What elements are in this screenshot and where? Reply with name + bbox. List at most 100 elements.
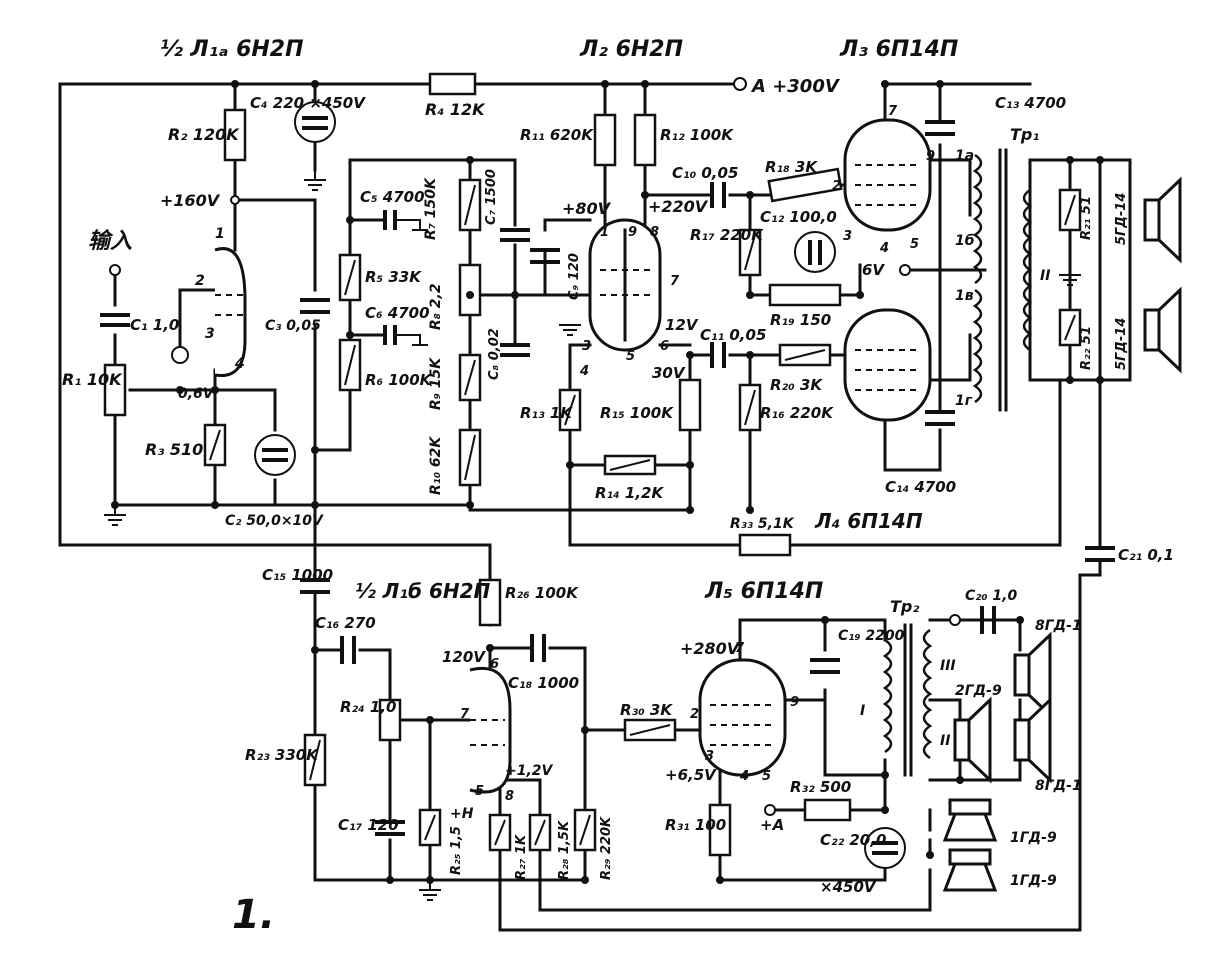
capacitor-c17 — [375, 820, 405, 836]
capacitor-c3 — [300, 298, 330, 314]
pin-label: 4 — [234, 356, 245, 372]
label-r19: R₁₉ 150 — [770, 311, 831, 329]
label-r1: R₁ 10K — [62, 370, 123, 389]
resistor-r2 — [223, 108, 247, 162]
label-speaker-g2: 2ГД-9 — [955, 683, 1002, 699]
pin-label: 7 — [735, 641, 745, 656]
label-c13: C₁₃ 4700 — [995, 94, 1066, 112]
label-r32: R₃₂ 500 — [790, 778, 851, 796]
label-r33: R₃₃ 5,1K — [730, 516, 795, 532]
label-r25: R₂₅ 1,5 — [449, 826, 464, 875]
capacitors — [100, 101, 1115, 869]
capacitor-c6 — [383, 325, 428, 346]
label-tr2: Tp₂ — [890, 597, 919, 616]
label-c1: C₁ 1,0 — [130, 316, 179, 334]
resistor-r32 — [803, 798, 852, 822]
label-c3: C₃ 0,05 — [265, 318, 321, 334]
pin-label: 9 — [628, 225, 637, 240]
voltage-450: ×450V — [820, 878, 877, 896]
label-r28: R₂₈ 1,5K — [557, 820, 572, 880]
pin-label: 6 — [490, 657, 499, 672]
capacitor-c13 — [925, 120, 955, 136]
capacitor-c20 — [980, 606, 996, 634]
resistors — [103, 72, 1082, 857]
resistor-r11 — [593, 113, 617, 167]
winding-1g: 1г — [955, 393, 973, 409]
winding-iii-tr2: III — [940, 658, 956, 674]
pin-label: 8 — [505, 789, 514, 804]
label-r14: R₁₄ 1,2K — [595, 484, 664, 502]
label-r22: R₂₂ 51 — [1079, 326, 1094, 370]
label-speaker-g1: 8ГД-1 — [1035, 618, 1082, 634]
capacitor-c11 — [710, 342, 726, 368]
label-r18: R₁₈ 3K — [765, 158, 818, 176]
pin-label: 5 — [762, 769, 771, 784]
tube-l1a — [214, 247, 247, 378]
voltage-120: 120V — [442, 648, 486, 666]
tubes — [214, 118, 932, 794]
ground-icon — [559, 324, 581, 336]
voltage-280: +280V — [680, 639, 741, 658]
pin-label: 3 — [582, 339, 591, 354]
tube-l4 — [843, 308, 932, 422]
capacitor-c16 — [340, 636, 356, 664]
speaker-top-1 — [1143, 176, 1182, 264]
label-r21: R₂₁ 51 — [1079, 196, 1094, 240]
capacitor-c18 — [530, 634, 546, 662]
label-c12: C₁₂ 100,0 — [760, 208, 837, 226]
resistor-r15 — [678, 378, 702, 432]
tube-l4-label: Л₄ 6П14П — [814, 509, 923, 533]
voltage-supply-a: A +300V — [750, 76, 841, 97]
label-r10: R₁₀ 62K — [428, 436, 444, 495]
label-r29: R₂₉ 220K — [599, 816, 614, 880]
voltage-30: 30V — [652, 364, 686, 382]
pin-label: 3 — [843, 229, 852, 244]
label-r3: R₃ 510 — [145, 440, 203, 459]
tube-l1a-label: ½ Л₁ₐ 6Н2П — [160, 37, 304, 62]
label-c17: C₁₇ 120 — [338, 816, 399, 834]
ground-symbols — [104, 170, 1081, 901]
label-c20: C₂₀ 1,0 — [965, 588, 1017, 604]
label-r7: R₇ 150K — [423, 177, 439, 240]
pin-label: 5 — [910, 237, 919, 252]
label-c9: C₉ 120 — [567, 253, 582, 300]
label-r2: R₂ 120K — [168, 125, 240, 144]
tube-l2-label: Л₂ 6Н2П — [579, 37, 683, 62]
label-r24: R₂₄ 1,0 — [340, 698, 396, 716]
resistor-r8 — [458, 263, 482, 317]
label-speaker-top2: 5ГД-14 — [1114, 318, 1129, 370]
label-c5: C₅ 4700 — [360, 188, 425, 206]
winding-1a: 1a — [955, 148, 974, 164]
terminals — [109, 77, 961, 816]
tube-l5 — [698, 658, 787, 777]
speaker-8gd-1b — [1013, 696, 1052, 784]
voltage-06: 0,6V — [178, 386, 215, 402]
voltage-65: +6,5V — [665, 766, 717, 784]
pin-label: 9 — [790, 695, 799, 710]
capacitor-c1 — [100, 313, 130, 327]
label-r26: R₂₆ 100K — [505, 584, 579, 602]
pin-label: 2 — [832, 179, 841, 194]
voltage-6: 6V — [862, 261, 885, 279]
junction-nodes — [111, 80, 1104, 884]
input-label: 输入 — [88, 228, 132, 254]
label-speaker-g5: 1ГД-9 — [1010, 873, 1057, 889]
label-c11: C₁₁ 0,05 — [700, 326, 766, 344]
tube-l2 — [588, 218, 662, 352]
label-r13: R₁₃ 1K — [520, 404, 573, 422]
label-r12: R₁₂ 100K — [660, 126, 734, 144]
pin-label: 7 — [460, 707, 470, 722]
voltage-12b: +1,2V — [505, 763, 554, 779]
voltage-220: +220V — [648, 197, 709, 216]
pin-label: 1 — [600, 225, 609, 240]
resistor-r12 — [633, 113, 657, 167]
label-c21: C₂₁ 0,1 — [1118, 546, 1174, 564]
label-r16: R₁₆ 220K — [760, 404, 834, 422]
pin-label: 5 — [626, 349, 635, 364]
resistor-r26 — [478, 578, 502, 627]
label-r31: R₃₁ 100 — [665, 816, 726, 834]
transformer-tr1 — [972, 148, 1033, 412]
label-tr1: Tp₁ — [1010, 125, 1039, 144]
voltage-160: +160V — [160, 191, 221, 210]
